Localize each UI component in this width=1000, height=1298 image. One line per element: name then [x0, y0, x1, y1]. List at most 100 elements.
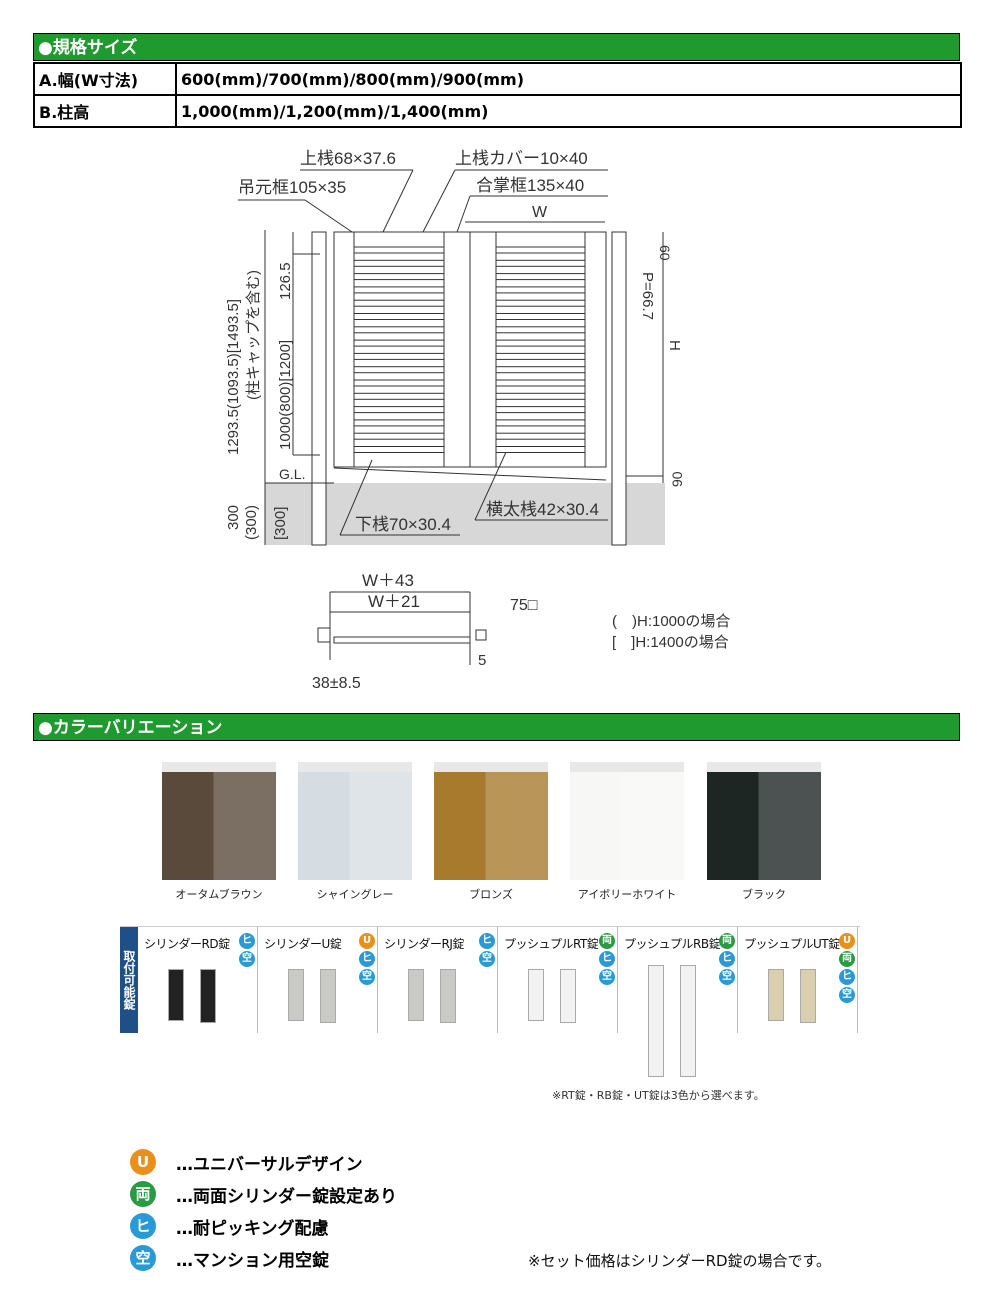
legend-item: 空…マンション用空錠	[130, 1245, 329, 1271]
label-1293: 1293.5(1093.5)[1493.5]	[225, 299, 242, 455]
slat	[353, 392, 445, 400]
slat	[495, 419, 586, 427]
lock-handle-image	[200, 969, 216, 1023]
lock-name: プッシュプルRB錠	[624, 937, 721, 951]
lock-handle-image	[768, 969, 784, 1021]
gate-diagram: 上桟68×37.6 上桟カバー10×40 吊元框105×35 合掌框135×40…	[225, 149, 730, 692]
row-label: A.幅(W寸法)	[33, 62, 177, 96]
legend-text: …耐ピッキング配慮	[176, 1218, 329, 1239]
legend-text: …ユニバーサルデザイン	[176, 1154, 363, 1175]
lock-badge-icon: 空	[719, 969, 735, 985]
lock-option[interactable]: シリンダーRD錠ヒ空	[138, 927, 258, 1033]
slat	[495, 326, 586, 334]
slat	[495, 352, 586, 360]
label-75: 75□	[510, 597, 538, 614]
label-5: 5	[478, 652, 486, 669]
label-slat: 横太桟42×30.4	[486, 500, 599, 519]
label-h: H	[666, 340, 683, 351]
row-label: B.柱高	[33, 94, 177, 128]
lock-badge-icon: U	[839, 933, 855, 949]
legend-item: 両…両面シリンダー錠設定あり	[130, 1181, 397, 1207]
lock-handle-image	[680, 965, 696, 1077]
color-name: ブラック	[742, 888, 786, 901]
label-bottom-rail: 下桟70×30.4	[355, 515, 451, 534]
lock-handle-image	[528, 969, 544, 1021]
color-swatch[interactable]	[298, 762, 412, 880]
slat	[353, 299, 445, 307]
legend-text: …両面シリンダー錠設定あり	[176, 1186, 397, 1207]
note-h1000: ( )H:1000の場合	[612, 613, 730, 630]
spec-header: ●規格サイズ	[33, 33, 960, 61]
lock-badge-icon: 両	[599, 933, 615, 949]
slat	[495, 299, 586, 307]
slat	[353, 326, 445, 334]
slat	[495, 259, 586, 267]
label-300: 300	[225, 505, 242, 530]
lock-badge-icon: 両	[719, 933, 735, 949]
lock-name: プッシュプルUT錠	[744, 937, 840, 951]
lock-option[interactable]: プッシュプルRB錠両ヒ空	[618, 927, 738, 1077]
slat	[495, 446, 586, 453]
slat	[495, 339, 586, 347]
lock-badge-icon: ヒ	[839, 969, 855, 985]
label-pitch: P=66.7	[639, 272, 656, 320]
lock-badge-icon: U	[359, 933, 375, 949]
lock-badge-icon: ヒ	[479, 933, 495, 949]
lock-handle-image	[648, 965, 664, 1077]
slat	[353, 406, 445, 414]
lock-handle-image	[288, 969, 304, 1021]
price-note: ※セット価格はシリンダーRD錠の場合です。	[528, 1252, 832, 1270]
lock-handle-image	[168, 969, 184, 1021]
lock-name: シリンダーU錠	[264, 937, 342, 951]
label-top-rail: 上桟68×37.6	[300, 149, 396, 168]
label-300b: (300)	[243, 505, 260, 540]
row-value: 1,000(mm)/1,200(mm)/1,400(mm)	[175, 94, 962, 128]
lock-badge-icon: 空	[479, 951, 495, 967]
legend-text: …マンション用空錠	[176, 1250, 329, 1271]
lock-name: シリンダーRJ錠	[384, 937, 464, 951]
label-38: 38±8.5	[312, 675, 361, 692]
lock-handle-image	[408, 969, 424, 1021]
slat	[353, 352, 445, 360]
label-300c: [300]	[272, 507, 289, 540]
color-name: オータムブラウン	[175, 888, 263, 901]
color-name: ブロンズ	[469, 888, 513, 901]
slat	[353, 379, 445, 387]
slat	[495, 392, 586, 400]
row-value: 600(mm)/700(mm)/800(mm)/900(mm)	[175, 62, 962, 96]
color-header: ●カラーバリエーション	[33, 713, 960, 741]
lock-option[interactable]: プッシュプルRT錠両ヒ空	[498, 927, 618, 1033]
slat	[353, 273, 445, 281]
legend-item: ヒ…耐ピッキング配慮	[130, 1213, 329, 1239]
slat	[495, 273, 586, 281]
lock-badge-icon: 空	[839, 987, 855, 1003]
color-swatch[interactable]	[162, 762, 276, 880]
lock-badge-icon: 空	[599, 969, 615, 985]
slat	[495, 406, 586, 414]
color-name: アイボリーホワイト	[577, 888, 677, 901]
lock-option[interactable]: シリンダーRJ錠 ヒ空	[378, 927, 498, 1033]
label-hinge-frame: 吊元框105×35	[238, 178, 346, 197]
slat	[495, 313, 586, 320]
lock-handle-image	[320, 969, 336, 1023]
lock-handle-image	[800, 969, 816, 1023]
slat	[353, 446, 445, 453]
color-swatch[interactable]	[707, 762, 821, 880]
lock-handle-image	[440, 969, 456, 1023]
slat	[353, 419, 445, 427]
note-h1400: [ ]H:1400の場合	[612, 634, 729, 651]
label-90: 90	[669, 471, 685, 487]
slat	[495, 366, 586, 374]
slat	[353, 259, 445, 267]
slat	[353, 313, 445, 320]
label-meeting-frame: 合掌框135×40	[476, 176, 584, 195]
lock-badge-icon: 両	[839, 951, 855, 967]
color-swatch[interactable]	[434, 762, 548, 880]
lock-badge-icon: ヒ	[239, 933, 255, 949]
color-swatch[interactable]	[570, 762, 684, 880]
label-top-cover: 上桟カバー10×40	[455, 149, 588, 168]
lock-badge-icon: ヒ	[599, 951, 615, 967]
